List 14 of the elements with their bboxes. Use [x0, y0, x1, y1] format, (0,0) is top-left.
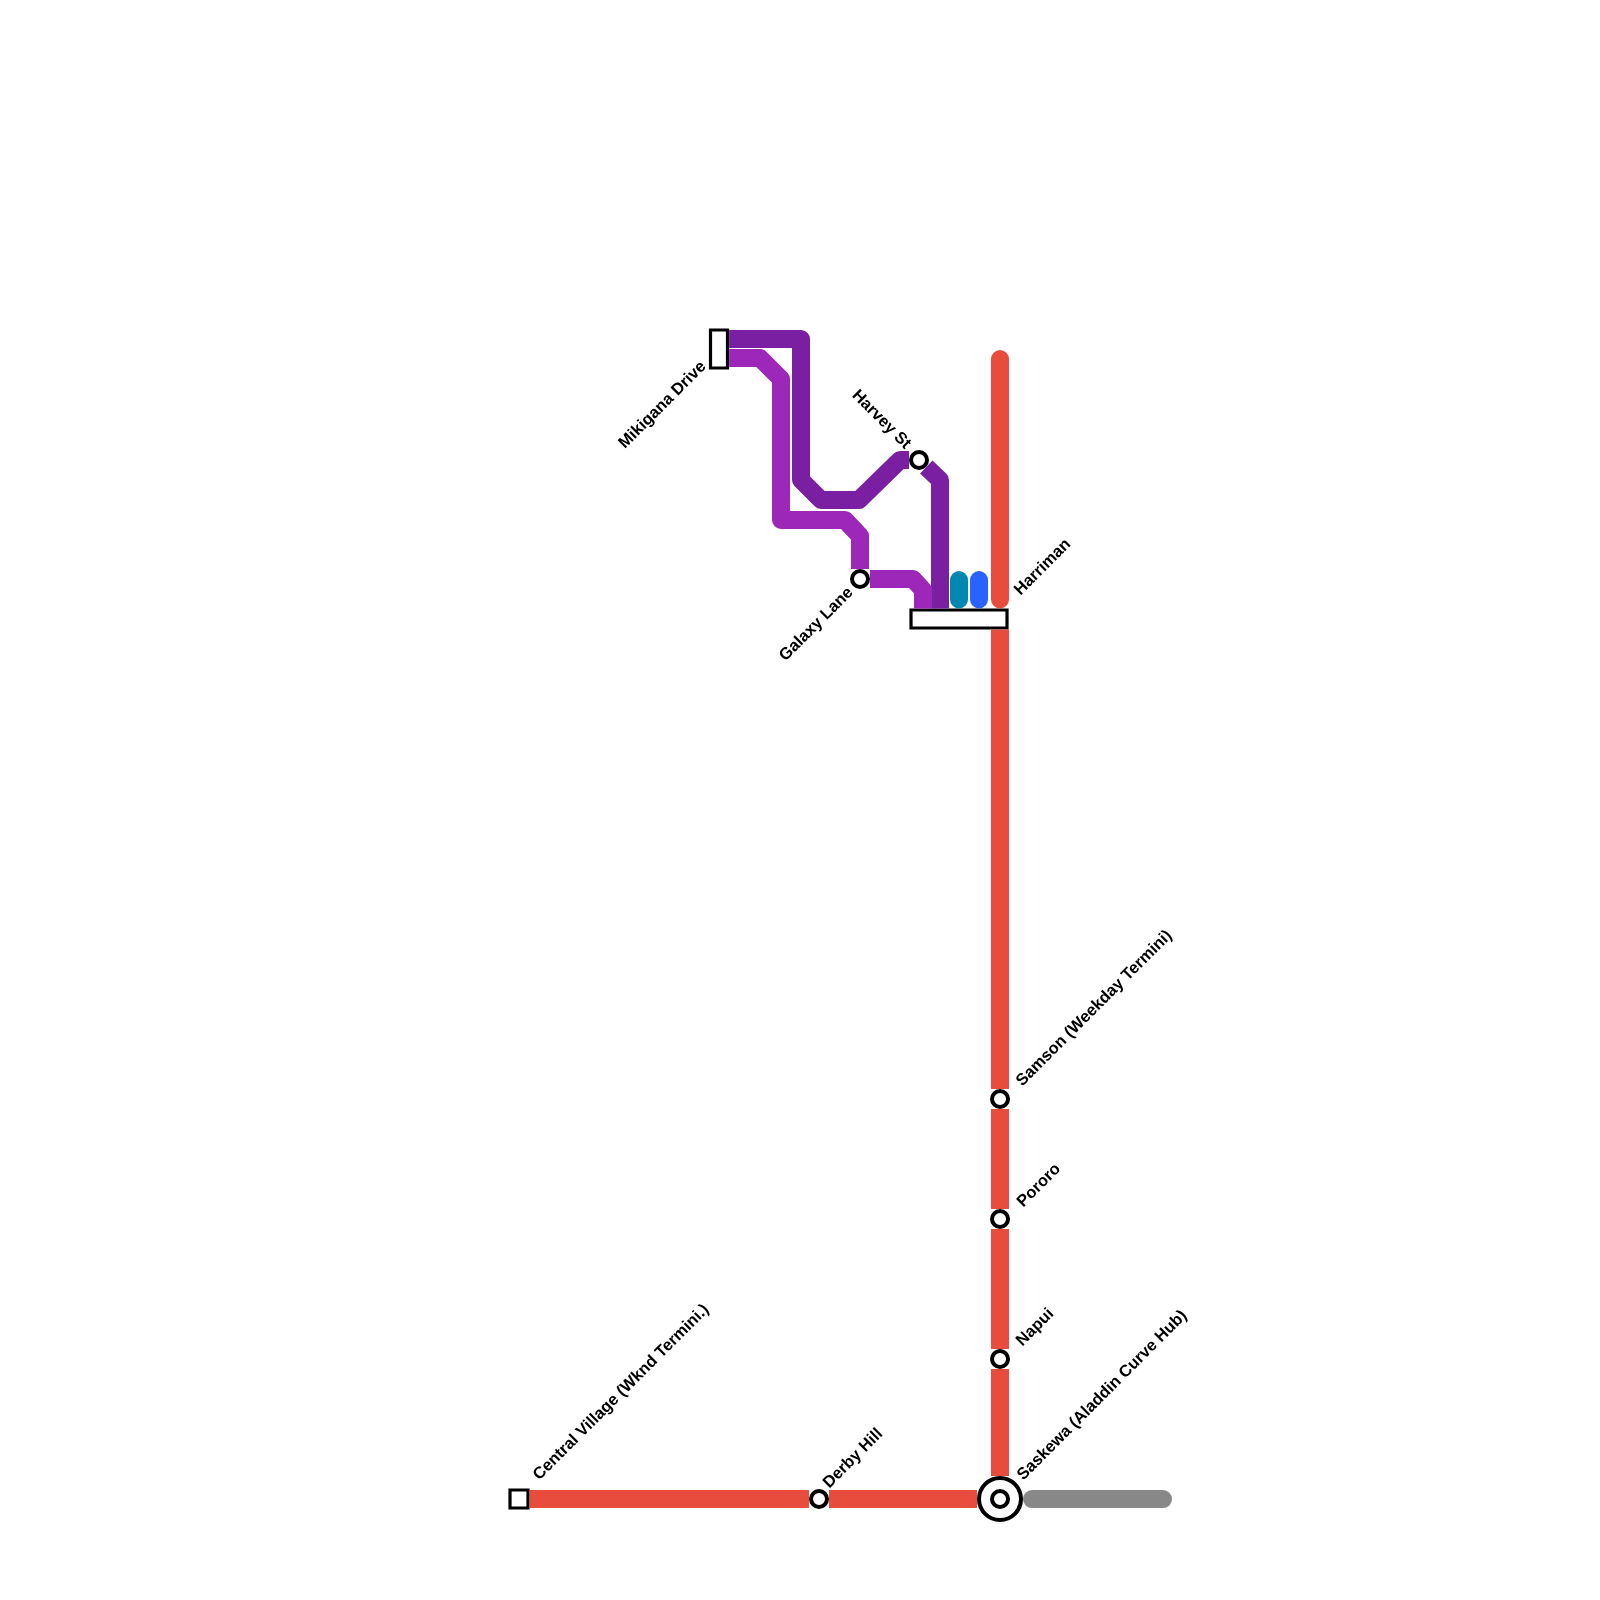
route-line	[1023, 1490, 1172, 1508]
route-line	[729, 330, 909, 509]
route-line	[991, 1109, 1009, 1209]
route-line	[729, 349, 869, 569]
route-line	[991, 1229, 1009, 1349]
route-line	[991, 350, 1009, 609]
route-line	[991, 1369, 1009, 1476]
route-line	[920, 460, 949, 609]
route-line	[991, 629, 1009, 1089]
route-line	[970, 571, 988, 609]
route-line	[529, 1490, 809, 1508]
route-line	[829, 1490, 977, 1508]
route-line	[870, 570, 932, 609]
route-line	[950, 571, 968, 609]
